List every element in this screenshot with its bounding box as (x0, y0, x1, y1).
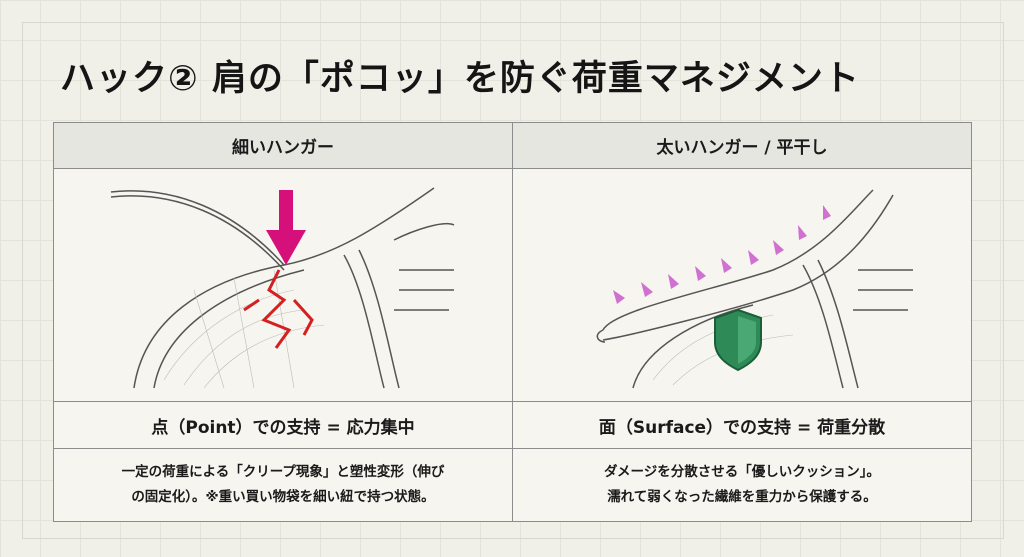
crack-icon (243, 269, 314, 349)
caption-surface-support: 面（Surface）での支持 = 荷重分散 (512, 401, 972, 449)
page-title: ハック② 肩の「ポコッ」を防ぐ荷重マネジメント (60, 59, 860, 99)
description-thin-hanger: 一定の荷重による「クリープ現象」と塑性変形（伸び の固定化）。※重い買い物袋を細… (53, 448, 513, 522)
description-line: 一定の荷重による「クリープ現象」と塑性変形（伸び (121, 464, 445, 480)
description-line: 濡れて弱くなった繊維を重力から保護する。 (607, 489, 877, 505)
description-thick-hanger: ダメージを分散させる「優しいクッション」。 濡れて弱くなった繊維を重力から保護す… (512, 448, 972, 522)
header-thin-hanger: 細いハンガー (53, 122, 513, 169)
shield-icon (714, 308, 762, 372)
comparison-table: 細いハンガー 太いハンガー / 平干し (53, 122, 972, 522)
caption-point-support: 点（Point）での支持 = 応力集中 (53, 401, 513, 449)
pressure-arrows (613, 205, 831, 304)
down-arrow-icon (266, 190, 306, 265)
thick-hanger-illustration (512, 168, 972, 402)
description-line: ダメージを分散させる「優しいクッション」。 (603, 464, 881, 480)
header-thick-hanger: 太いハンガー / 平干し (512, 122, 972, 169)
thin-hanger-illustration (53, 168, 513, 402)
frame (22, 22, 1004, 539)
description-line: の固定化）。※重い買い物袋を細い紐で持つ状態。 (131, 489, 435, 505)
